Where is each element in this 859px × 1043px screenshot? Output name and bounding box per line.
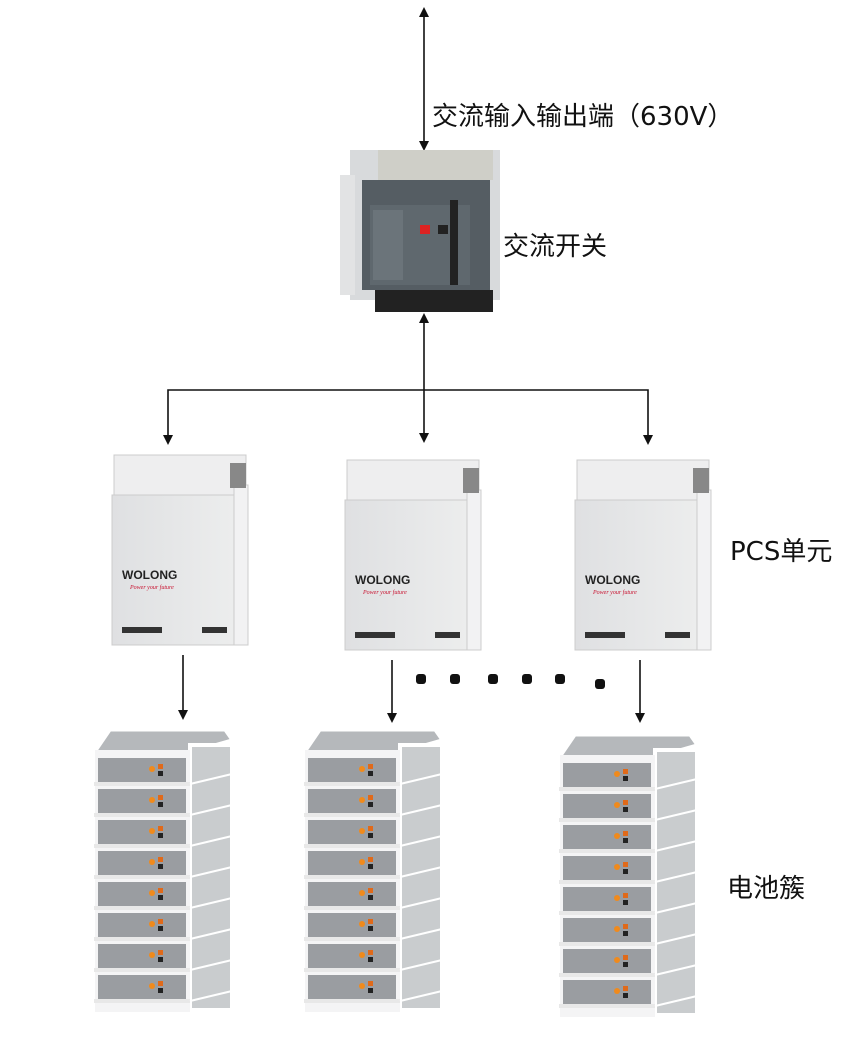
battery-module xyxy=(559,949,655,977)
battery-module xyxy=(559,794,655,822)
battery-module xyxy=(559,887,655,915)
ellipsis-dot xyxy=(522,674,532,684)
ellipsis-dot xyxy=(416,674,426,684)
pcs-units: WOLONG Power your future WOLONG Power your … xyxy=(111,454,712,651)
ellipsis-dot xyxy=(450,674,460,684)
ac-breaker-image xyxy=(340,150,500,312)
ellipsis-dot xyxy=(595,679,605,689)
pcs-unit: WOLONG Power your future xyxy=(574,459,712,651)
battery-module xyxy=(304,851,400,879)
ellipsis-dots xyxy=(416,674,605,689)
ellipsis-dot xyxy=(488,674,498,684)
pcs-brand-logo: WOLONG xyxy=(122,568,177,582)
battery-module xyxy=(559,918,655,946)
ac-switch-label: 交流开关 xyxy=(503,232,608,262)
battery-module xyxy=(559,825,655,853)
battery-module xyxy=(559,856,655,884)
battery-module xyxy=(304,758,400,786)
battery-module xyxy=(94,913,190,941)
ellipsis-dot xyxy=(555,674,565,684)
battery-rack xyxy=(302,728,445,1012)
battery-label: 电池簇 xyxy=(727,874,806,904)
pcs-slogan: Power your future xyxy=(592,589,637,596)
battery-module xyxy=(304,820,400,848)
battery-module xyxy=(94,789,190,817)
pcs-slogan: Power your future xyxy=(129,584,174,591)
battery-module xyxy=(94,882,190,910)
battery-module xyxy=(559,980,655,1008)
connectors xyxy=(163,6,653,723)
battery-module xyxy=(304,975,400,1003)
pcs-unit: WOLONG Power your future xyxy=(344,459,482,651)
pcs-brand-logo: WOLONG xyxy=(585,573,640,587)
bus-line xyxy=(163,389,653,445)
battery-module xyxy=(94,851,190,879)
battery-module xyxy=(304,789,400,817)
ac-io-label: 交流输入输出端（630V） xyxy=(432,102,734,132)
battery-module xyxy=(94,975,190,1003)
battery-racks xyxy=(92,728,700,1017)
pcs-brand-logo: WOLONG xyxy=(355,573,410,587)
pcs-label: PCS单元 xyxy=(730,537,833,567)
pcs-unit: WOLONG Power your future xyxy=(111,454,249,646)
battery-module xyxy=(94,820,190,848)
battery-module xyxy=(304,882,400,910)
battery-module xyxy=(304,913,400,941)
battery-module xyxy=(94,944,190,972)
battery-module xyxy=(94,758,190,786)
battery-rack xyxy=(92,728,235,1012)
battery-module xyxy=(559,763,655,791)
battery-module xyxy=(304,944,400,972)
battery-rack xyxy=(557,733,700,1017)
pcs-slogan: Power your future xyxy=(362,589,407,596)
